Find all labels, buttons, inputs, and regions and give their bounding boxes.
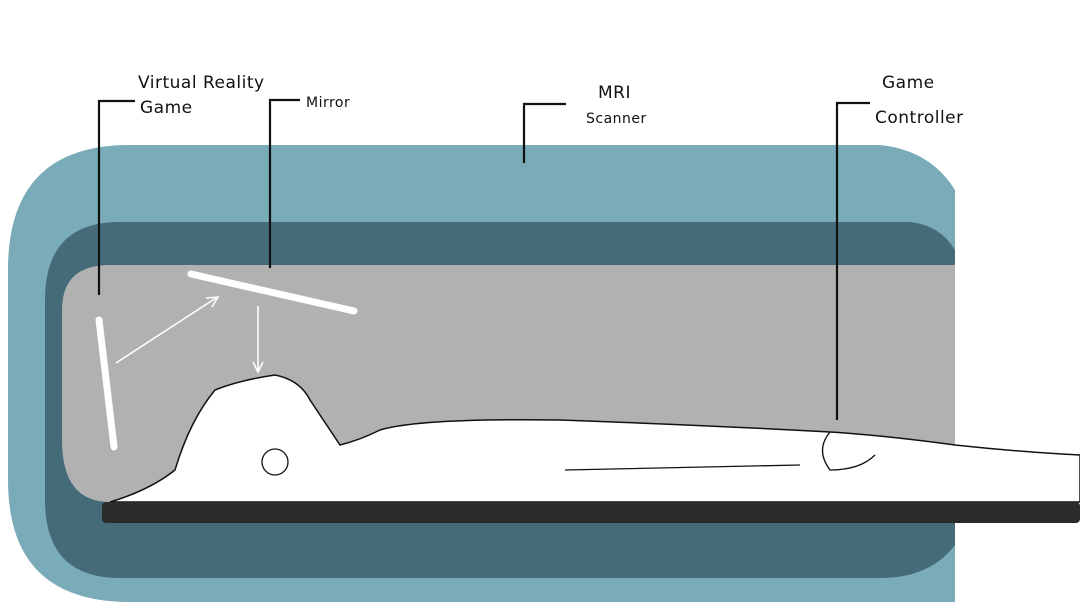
label-controller-line2: Controller — [875, 108, 964, 128]
label-controller-line1: Game — [882, 73, 935, 93]
patient-bed — [102, 502, 1080, 523]
label-mri-line1: MRI — [598, 83, 631, 103]
label-vr-line1: Virtual Reality — [138, 73, 265, 93]
mirror — [187, 270, 358, 315]
label-vr-line2: Game — [140, 98, 193, 118]
vr-screen — [95, 316, 118, 451]
patient-arm — [564, 431, 876, 471]
leader-vr — [97, 99, 135, 295]
leader-controller — [835, 101, 870, 420]
label-mri-line2: Scanner — [586, 111, 647, 127]
patient-chin — [261, 448, 289, 476]
label-mirror: Mirror — [306, 95, 350, 111]
leader-mri — [522, 102, 566, 163]
light-path-arrows — [115, 296, 264, 374]
leader-mirror — [268, 98, 300, 268]
